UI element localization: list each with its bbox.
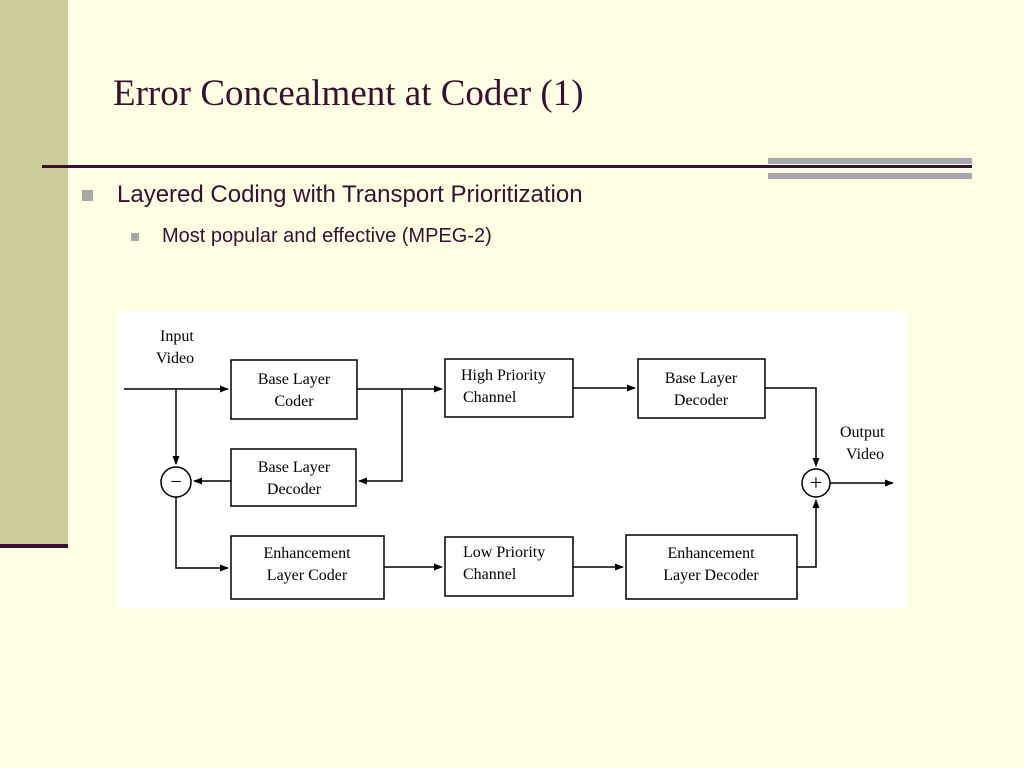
box-label: Layer Coder bbox=[267, 567, 348, 584]
sub-bullet-text: Most popular and effective (MPEG-2) bbox=[162, 225, 492, 247]
layered-coding-diagram: Input Video Output Video Base Layer Code… bbox=[116, 311, 908, 608]
input-label-line1: Input bbox=[160, 328, 194, 345]
sub-bullet-square-icon bbox=[131, 232, 139, 241]
decorative-bar-bottom bbox=[768, 173, 972, 179]
arrow-subtractor-to-enh-coder bbox=[175, 497, 229, 572]
enhancement-layer-decoder-box: Enhancement Layer Decoder bbox=[625, 534, 798, 600]
base-layer-decoder-box: Base Layer Decoder bbox=[637, 358, 766, 419]
title-rule bbox=[42, 165, 972, 168]
box-label: Layer Decoder bbox=[663, 567, 759, 584]
slide-title: Error Concealment at Coder (1) bbox=[113, 73, 584, 114]
box-label: Base Layer bbox=[258, 371, 331, 388]
base-layer-coder-box: Base Layer Coder bbox=[230, 359, 358, 420]
adder-node: + bbox=[801, 468, 831, 498]
bullet-item: Layered Coding with Transport Prioritiza… bbox=[82, 181, 583, 209]
box-label: Decoder bbox=[267, 481, 322, 498]
box-label: Base Layer bbox=[258, 459, 331, 476]
decorative-bar-top bbox=[768, 158, 972, 164]
box-label: Enhancement bbox=[263, 545, 351, 562]
side-band bbox=[0, 0, 68, 548]
subtractor-node: − bbox=[160, 466, 192, 498]
add-symbol: + bbox=[810, 470, 822, 495]
output-label-line2: Video bbox=[846, 446, 884, 463]
arrow-coder-to-local-decoder bbox=[358, 389, 403, 485]
output-label-line1: Output bbox=[840, 424, 885, 441]
arrow-enh-decoder-to-adder bbox=[797, 499, 820, 568]
side-band-underline bbox=[0, 544, 68, 548]
box-label: Coder bbox=[274, 393, 314, 410]
sub-bullet-item: Most popular and effective (MPEG-2) bbox=[131, 225, 492, 248]
box-label: Low Priority bbox=[463, 544, 545, 561]
input-label-line2: Video bbox=[156, 350, 194, 367]
box-label: Base Layer bbox=[665, 370, 738, 387]
enhancement-layer-coder-box: Enhancement Layer Coder bbox=[230, 535, 385, 600]
high-priority-channel-box: High Priority Channel bbox=[444, 358, 574, 418]
arrow-decoder-to-adder bbox=[765, 387, 820, 467]
box-label: High Priority bbox=[461, 367, 546, 384]
subtract-symbol: − bbox=[170, 471, 181, 493]
box-label: Channel bbox=[463, 389, 517, 406]
bullet-text: Layered Coding with Transport Prioritiza… bbox=[117, 181, 583, 208]
diagram-connectors bbox=[124, 384, 894, 572]
box-label: Enhancement bbox=[667, 545, 755, 562]
box-label: Channel bbox=[463, 566, 517, 583]
low-priority-channel-box: Low Priority Channel bbox=[444, 536, 574, 597]
local-base-layer-decoder-box: Base Layer Decoder bbox=[230, 448, 357, 507]
bullet-square-icon bbox=[82, 189, 93, 201]
box-label: Decoder bbox=[674, 392, 729, 409]
diagram-canvas: Input Video Output Video Base Layer Code… bbox=[124, 328, 894, 600]
